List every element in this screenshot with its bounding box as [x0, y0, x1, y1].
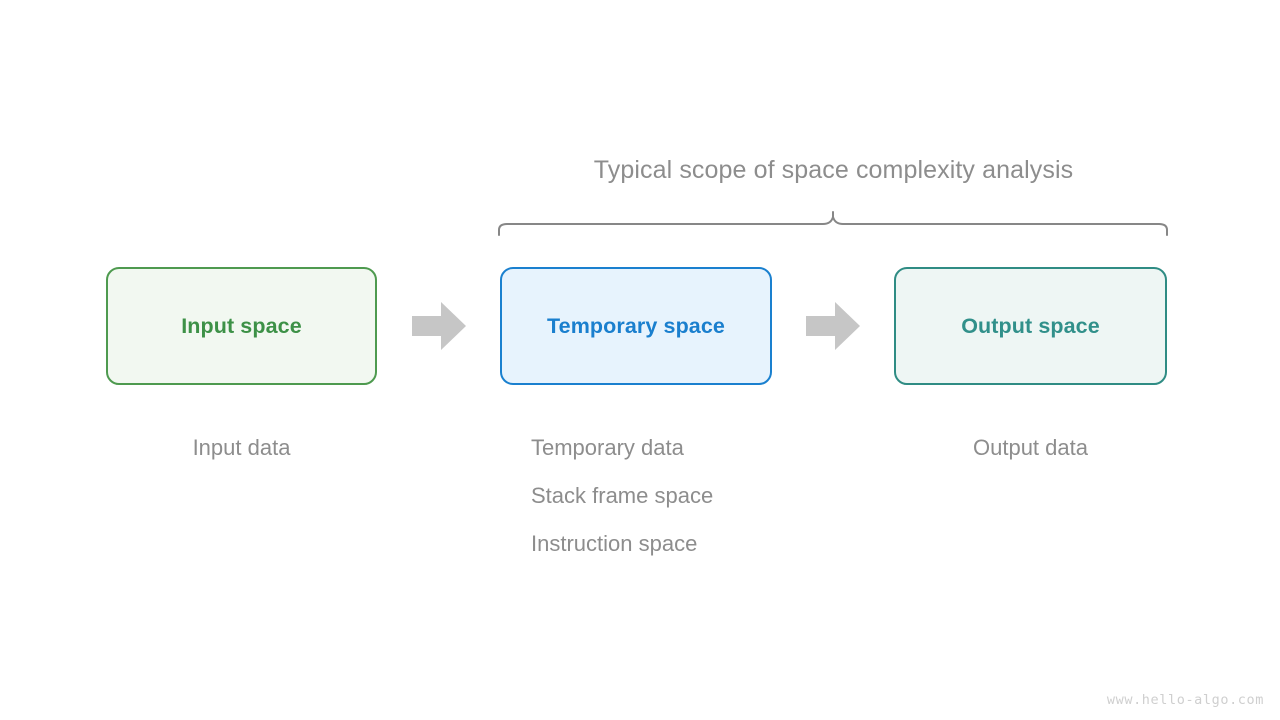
- caption-line: Input data: [192, 435, 291, 460]
- caption-line: Stack frame space: [531, 483, 714, 508]
- caption-temporary-space: Temporary data Stack frame space Instruc…: [531, 424, 713, 568]
- curly-brace-up-icon: [498, 211, 1168, 236]
- watermark: www.hello-algo.com: [1106, 692, 1264, 708]
- node-input-space[interactable]: Input space: [106, 267, 377, 385]
- node-output-space-label: Output space: [961, 313, 1100, 338]
- caption-line: Output data: [973, 435, 1088, 460]
- caption-line: Temporary data: [531, 435, 684, 460]
- caption-line: Instruction space: [531, 531, 698, 556]
- arrow-right-icon: [806, 302, 860, 350]
- node-output-space[interactable]: Output space: [894, 267, 1167, 385]
- node-temporary-space-label: Temporary space: [547, 313, 725, 338]
- scope-title: Typical scope of space complexity analys…: [593, 156, 1074, 184]
- arrow-right-icon: [412, 302, 466, 350]
- node-temporary-space[interactable]: Temporary space: [500, 267, 772, 385]
- caption-input-space: Input data: [106, 424, 377, 472]
- caption-output-space: Output data: [894, 424, 1167, 472]
- node-input-space-label: Input space: [181, 313, 302, 338]
